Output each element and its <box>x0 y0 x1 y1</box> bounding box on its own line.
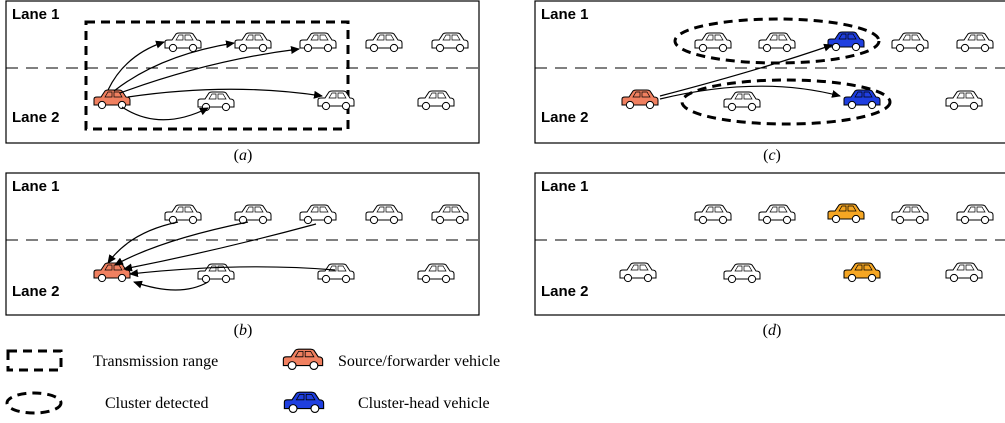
legend: Transmission range Source/forwarder vehi… <box>5 348 500 415</box>
transmission-arrow <box>659 85 841 100</box>
cluster-ellipse <box>680 78 892 126</box>
lane-2-label: Lane 2 <box>541 283 589 300</box>
panel-b-frame <box>5 172 480 316</box>
transmission-arrow <box>129 266 336 278</box>
panel-a: Lane 1 Lane 2 (a) <box>5 0 480 164</box>
panel-b: Lane 1 Lane 2 (b) <box>5 172 480 339</box>
panel-a-caption: (a) <box>234 147 253 164</box>
transmission-arrow <box>123 223 317 272</box>
transmission-range-legend-icon <box>6 349 63 372</box>
transmission-arrow <box>107 40 165 91</box>
cluster-head-legend-icon <box>283 391 325 414</box>
lane-1-label: Lane 1 <box>541 178 589 195</box>
transmission-arrow <box>659 43 833 97</box>
transmission-arrow <box>114 221 249 266</box>
panel-d: Lane 1 Lane 2 (d) <box>534 172 1005 339</box>
transmission-range-box <box>84 20 350 131</box>
source-car-legend-icon <box>282 348 324 371</box>
panel-c: Lane 1 Lane 2 (c) <box>534 0 1005 164</box>
panel-d-frame <box>534 172 1005 316</box>
transmission-arrow <box>127 88 323 99</box>
panel-c-caption: (c) <box>763 147 781 164</box>
legend-cluster-detected: Cluster detected <box>105 395 209 412</box>
panel-c-frame <box>534 0 1005 144</box>
lane-1-label: Lane 1 <box>541 6 589 23</box>
panel-b-caption: (b) <box>234 322 253 339</box>
cluster-legend-icon <box>5 391 63 415</box>
panel-d-caption: (d) <box>763 322 782 339</box>
lane-1-label: Lane 1 <box>12 6 60 23</box>
legend-cluster-head: Cluster-head vehicle <box>358 395 490 412</box>
transmission-arrow <box>121 106 209 121</box>
transmission-arrow <box>133 280 209 291</box>
transmission-arrow <box>107 221 179 264</box>
transmission-arrow <box>113 40 235 92</box>
lane-2-label: Lane 2 <box>12 283 60 300</box>
transmission-arrow <box>119 46 300 94</box>
lane-2-label: Lane 2 <box>12 109 60 126</box>
lane-1-label: Lane 1 <box>12 178 60 195</box>
legend-source-vehicle: Source/forwarder vehicle <box>338 353 500 370</box>
lane-2-label: Lane 2 <box>541 109 589 126</box>
legend-transmission-range: Transmission range <box>93 353 218 370</box>
